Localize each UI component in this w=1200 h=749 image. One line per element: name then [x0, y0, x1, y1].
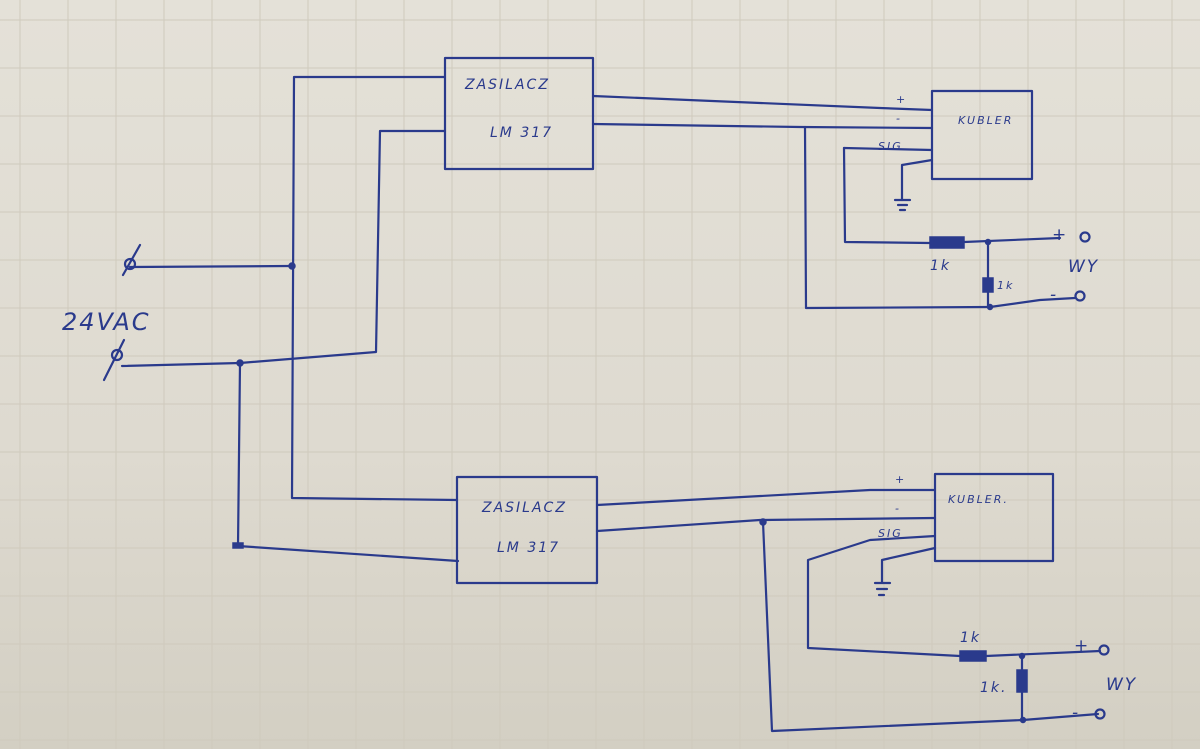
resistor-bottom-series [959, 650, 987, 662]
output-bottom-minus: - [1072, 703, 1080, 723]
encoder-bottom-label: KUBLER. [948, 493, 1009, 506]
resistor-bottom-shunt-label: 1k. [980, 680, 1007, 696]
resistor-top-shunt-label: 1k [997, 279, 1014, 292]
bottom-wiring [595, 488, 1102, 733]
output-bottom-plus: + [1074, 636, 1090, 656]
resistor-bottom-series-label: 1k [960, 630, 981, 646]
psu-top-box [443, 56, 595, 171]
output-top-plus: + [1052, 225, 1068, 245]
encoder-bottom-minus: - [895, 502, 901, 515]
input-terminal-top [121, 243, 292, 277]
resistor-top-series [929, 236, 965, 249]
top-wiring [591, 94, 1077, 311]
encoder-bottom-sig: SIG [878, 527, 903, 540]
encoder-bottom-plus: + [895, 473, 906, 486]
resistor-top-series-label: 1k [930, 258, 951, 274]
output-top-minus-terminal [1074, 290, 1086, 302]
resistor-top-shunt [982, 277, 994, 293]
psu-top-line2: LM 317 [490, 125, 553, 141]
input-terminal-bottom [102, 338, 242, 382]
supply-label: 24VAC [62, 308, 151, 336]
output-bottom-plus-terminal [1098, 644, 1110, 656]
output-top-plus-terminal [1079, 231, 1091, 243]
encoder-top-box [930, 89, 1034, 181]
resistor-bottom-shunt [1016, 669, 1028, 693]
psu-bottom-box [455, 475, 599, 585]
encoder-top-sig: SIG [878, 140, 903, 153]
output-bottom-label: WY [1106, 675, 1137, 695]
encoder-top-label: KUBLER [958, 114, 1013, 127]
encoder-top-minus: - [896, 112, 902, 125]
supply-wiring [232, 75, 460, 563]
encoder-top-plus: + [896, 93, 907, 106]
output-top-label: WY [1068, 257, 1099, 277]
psu-bottom-line2: LM 317 [497, 540, 560, 556]
output-top-minus: - [1050, 285, 1058, 305]
psu-bottom-line1: ZASILACZ [481, 500, 567, 516]
psu-top-line1: ZASILACZ [464, 77, 550, 93]
output-bottom-minus-terminal [1094, 708, 1106, 720]
